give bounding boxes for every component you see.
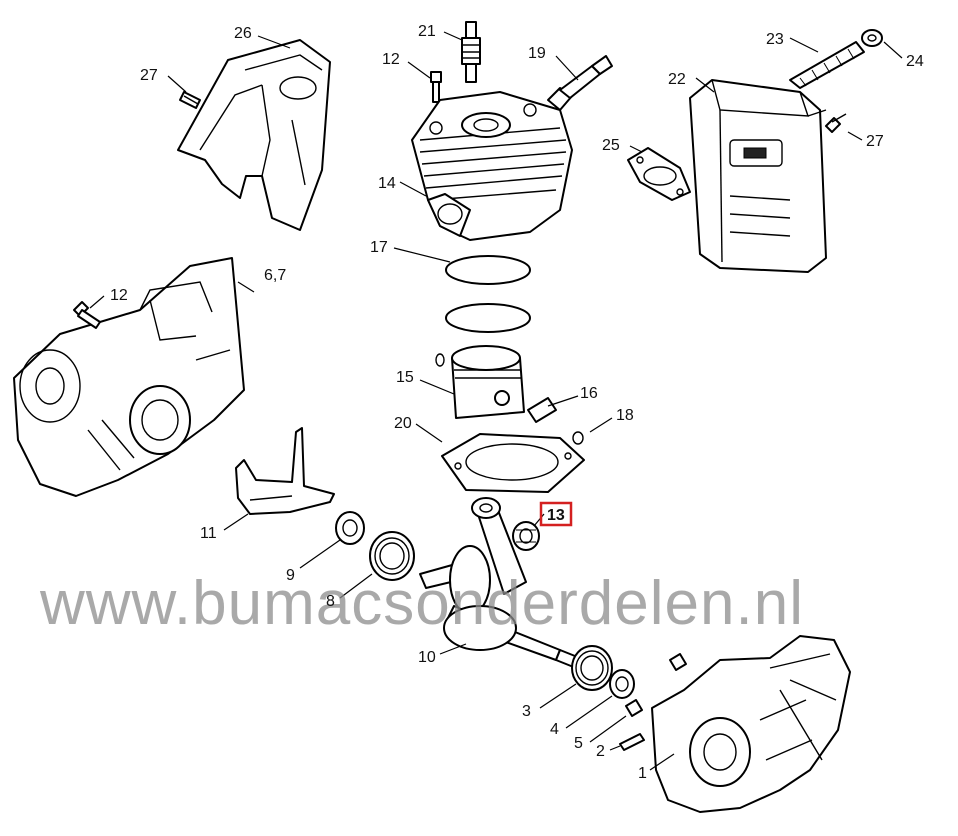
callout-23: 23 (766, 31, 784, 48)
decompression-valve (547, 55, 613, 111)
callout-9: 9 (286, 567, 295, 584)
screw-12-left (73, 301, 101, 329)
callout-12-left: 12 (110, 287, 128, 304)
callout-2: 2 (596, 743, 605, 760)
callout-6-7: 6,7 (264, 267, 286, 284)
crankshaft (419, 497, 601, 677)
callout-20: 20 (394, 415, 412, 432)
callout-15: 15 (396, 369, 414, 386)
screw-27-left (179, 91, 201, 109)
spark-plug (461, 21, 481, 83)
screw-12-top (430, 71, 442, 103)
callout-5: 5 (574, 735, 583, 752)
muffler-gasket (627, 147, 691, 201)
callout-25: 25 (602, 137, 620, 154)
piston-pin (527, 397, 557, 423)
spark-arrestor-cap (861, 29, 883, 47)
callout-3: 3 (522, 703, 531, 720)
crankcase-right (651, 635, 851, 813)
callout-27-left: 27 (140, 67, 158, 84)
callout-26: 26 (234, 25, 252, 42)
leader-lines (89, 31, 903, 771)
oil-seal-left (335, 511, 365, 545)
callout-24: 24 (906, 53, 924, 70)
piston-rings (445, 255, 531, 333)
muffler (689, 79, 827, 273)
callout-22: 22 (668, 71, 686, 88)
ball-bearing-right (571, 645, 613, 691)
callout-11: 11 (200, 525, 217, 542)
callout-18: 18 (616, 407, 634, 424)
callout-27-right: 27 (866, 133, 884, 150)
callout-10: 10 (418, 649, 436, 666)
air-guide-plate (235, 427, 335, 515)
highlight-box-13 (539, 501, 573, 527)
callout-labels: 26 27 21 12 19 23 24 22 27 25 14 17 6,7 … (110, 23, 924, 782)
callout-16: 16 (580, 385, 598, 402)
callout-4: 4 (550, 721, 559, 738)
ball-bearing-left (369, 531, 415, 581)
screw-27-right (825, 113, 847, 133)
callout-8: 8 (326, 593, 335, 610)
oil-seal-right (609, 669, 635, 699)
callout-17: 17 (370, 239, 388, 256)
callout-19: 19 (528, 45, 546, 62)
watermark: www.bumacsonderdelen.nl (39, 569, 804, 638)
callout-21: 21 (418, 23, 436, 40)
cylinder (411, 91, 573, 241)
spark-arrestor-screen (789, 41, 865, 89)
callout-12-top: 12 (382, 51, 400, 68)
callout-1: 1 (638, 765, 647, 782)
callout-13: 13 (547, 507, 565, 524)
piston (435, 345, 525, 419)
fan-cover-shroud (177, 39, 331, 231)
crankcase-left (13, 257, 245, 497)
callout-14: 14 (378, 175, 396, 192)
dowel-sleeve (625, 653, 687, 717)
stud (619, 733, 645, 751)
needle-cage (512, 521, 540, 551)
cylinder-gasket (441, 433, 585, 493)
circlip (572, 431, 584, 445)
